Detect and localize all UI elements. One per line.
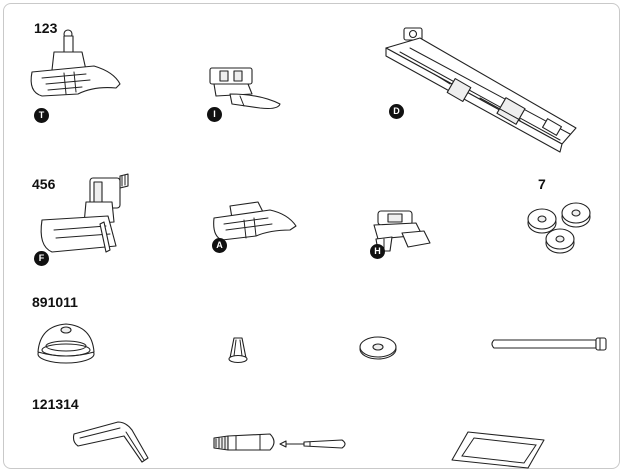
- zigzag-foot-illustration: [24, 26, 124, 111]
- badge-a: A: [212, 238, 227, 253]
- badge-f: F: [34, 251, 49, 266]
- row-label-891011: 891011: [32, 294, 78, 310]
- badge-d: D: [389, 104, 404, 119]
- felt-washer-illustration: [356, 334, 400, 362]
- edge-guide-illustration: [68, 418, 152, 468]
- row-label-456: 456: [32, 176, 56, 192]
- zipper-foot-illustration: [200, 64, 290, 119]
- spool-pin-cap-illustration: [226, 334, 250, 364]
- bobbins-illustration: [524, 199, 598, 257]
- button-sewing-foot-illustration: [368, 209, 440, 257]
- row-label-121314: 121314: [32, 396, 79, 412]
- spool-cap-large-illustration: [32, 320, 102, 366]
- row-label-123: 123: [34, 20, 58, 36]
- spool-pin-illustration: [490, 332, 614, 356]
- badge-i: I: [207, 107, 222, 122]
- row-label-7: 7: [538, 176, 546, 192]
- seam-ripper-brush-illustration: [210, 426, 350, 462]
- blind-hem-foot-illustration: [34, 166, 134, 261]
- template-sheet-illustration: [448, 428, 548, 470]
- buttonhole-foot-illustration: [380, 22, 590, 157]
- accessories-panel: 123 456 7 891011 121314 T I: [3, 3, 620, 469]
- badge-t: T: [34, 108, 49, 123]
- badge-h: H: [370, 244, 385, 259]
- standard-foot-illustration: [210, 200, 300, 250]
